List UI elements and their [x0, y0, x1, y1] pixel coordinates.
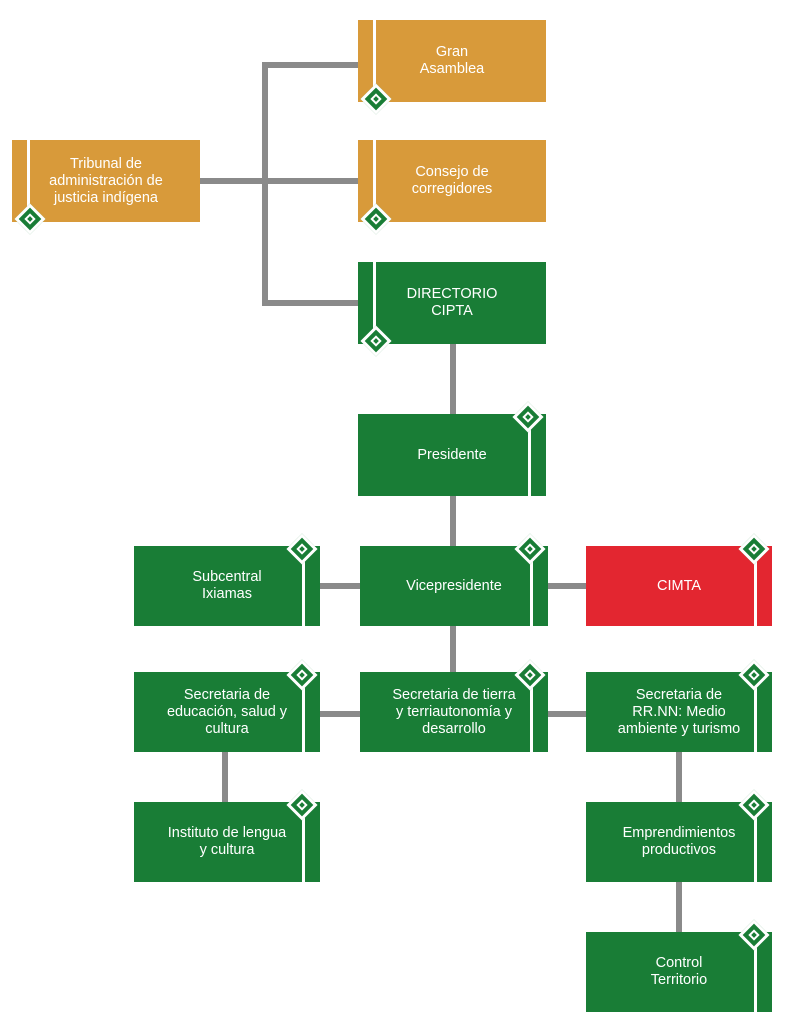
node-label: DIRECTORIO CIPTA	[406, 286, 498, 319]
diamond-icon	[360, 83, 392, 115]
node-instituto: Instituto de lengua y cultura	[134, 789, 320, 882]
node-stripe	[373, 262, 376, 344]
node-gran-asamblea: Gran Asamblea	[358, 20, 546, 115]
diamond-icon	[512, 401, 544, 433]
connector-directorio-presidente	[450, 342, 456, 416]
connector-educacion-instituto	[222, 752, 228, 802]
node-stripe	[530, 672, 533, 752]
node-label: Emprendimientos productivos	[622, 825, 736, 858]
node-secretaria-tierra: Secretaria de tierra y terriautonomía y …	[360, 659, 548, 752]
node-directorio: DIRECTORIO CIPTA	[358, 262, 546, 357]
diamond-icon	[360, 325, 392, 357]
node-stripe	[754, 802, 757, 882]
connector-educacion	[318, 711, 362, 717]
node-label: Control Territorio	[650, 955, 708, 988]
connector-gran-asamblea	[262, 62, 360, 68]
connector-tribunal-trunk	[198, 178, 268, 184]
connector-consejo	[262, 178, 360, 184]
node-label: Secretaria de RR.NN: Medio ambiente y tu…	[617, 686, 741, 737]
diamond-icon	[738, 919, 770, 951]
node-label: Presidente	[417, 446, 487, 463]
node-stripe	[302, 546, 305, 626]
diamond-icon	[286, 533, 318, 565]
diamond-icon	[14, 203, 46, 235]
connector-subcentral	[318, 583, 362, 589]
node-stripe	[754, 932, 757, 1012]
node-control-territorio: Control Territorio	[586, 919, 772, 1012]
node-stripe	[302, 672, 305, 752]
node-label: Tribunal de administración de justicia i…	[49, 155, 163, 206]
node-stripe	[373, 20, 376, 102]
node-stripe	[27, 140, 30, 222]
connector-vicepresidente-tierra	[450, 626, 456, 672]
node-stripe	[373, 140, 376, 222]
node-label: Secretaria de tierra y terriautonomía y …	[392, 686, 516, 737]
node-consejo-corregidores: Consejo de corregidores	[358, 140, 546, 235]
node-stripe	[528, 414, 531, 496]
connector-emprendimientos-control	[676, 882, 682, 932]
node-tribunal: Tribunal de administración de justicia i…	[12, 140, 200, 235]
diamond-icon	[738, 533, 770, 565]
node-subcentral: Subcentral Ixiamas	[134, 533, 320, 626]
diamond-icon	[360, 203, 392, 235]
connector-cimta	[546, 583, 588, 589]
node-stripe	[302, 802, 305, 882]
node-secretaria-educacion: Secretaria de educación, salud y cultura	[134, 659, 320, 752]
node-secretaria-rrnn: Secretaria de RR.NN: Medio ambiente y tu…	[586, 659, 772, 752]
node-label: Consejo de corregidores	[411, 164, 493, 197]
connector-presidente-vicepresidente	[450, 496, 456, 546]
node-label: Secretaria de educación, salud y cultura	[166, 686, 288, 737]
connector-directorio	[262, 300, 360, 306]
connector-rrnn-emprendimientos	[676, 752, 682, 802]
connector-vertical-trunk	[262, 62, 268, 306]
node-stripe	[530, 546, 533, 626]
connector-rrnn	[546, 711, 588, 717]
diamond-icon	[738, 789, 770, 821]
node-label: Vicepresidente	[406, 577, 502, 594]
node-label: Gran Asamblea	[419, 44, 485, 77]
node-label: Instituto de lengua y cultura	[167, 825, 287, 858]
node-stripe	[754, 672, 757, 752]
node-presidente: Presidente	[358, 401, 546, 496]
node-stripe	[754, 546, 757, 626]
diamond-icon	[514, 533, 546, 565]
node-label: Subcentral Ixiamas	[192, 569, 262, 602]
diamond-icon	[286, 789, 318, 821]
node-vicepresidente: Vicepresidente	[360, 533, 548, 626]
node-emprendimientos: Emprendimientos productivos	[586, 789, 772, 882]
node-label: CIMTA	[656, 577, 702, 594]
node-cimta: CIMTA	[586, 533, 772, 626]
